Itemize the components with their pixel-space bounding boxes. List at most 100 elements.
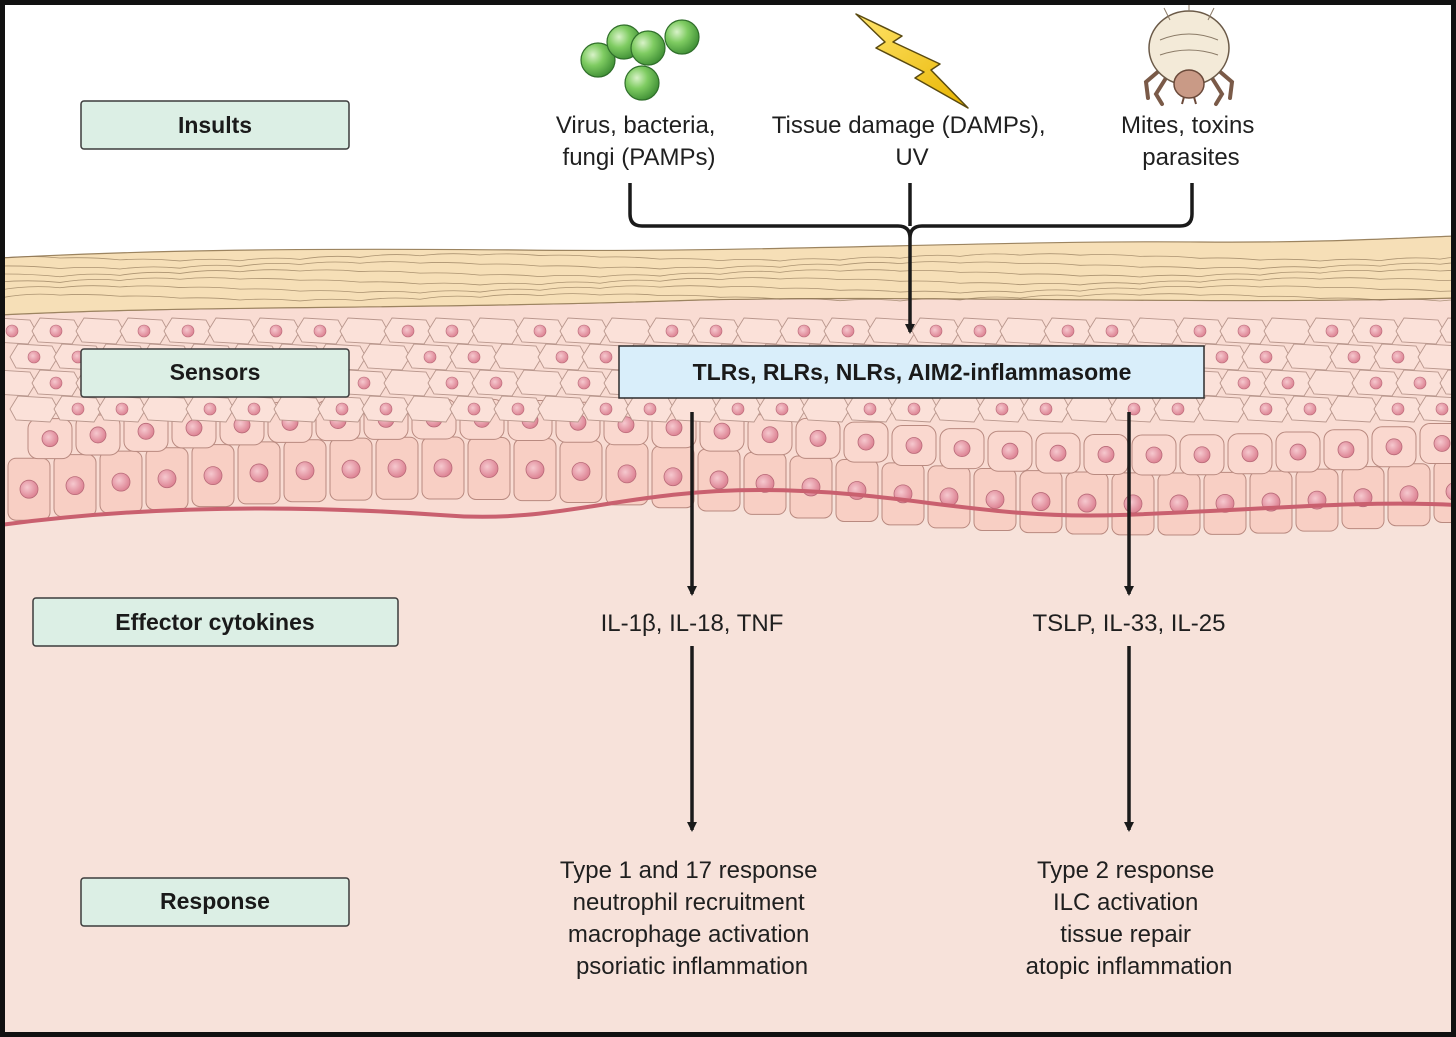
spinous-cell (383, 369, 433, 397)
cell-nucleus (577, 376, 591, 390)
cell-nucleus (905, 437, 923, 454)
cell-nucleus (423, 350, 437, 364)
cell-nucleus (995, 402, 1009, 416)
cell-nucleus (1001, 442, 1019, 460)
cell-nucleus (1031, 492, 1051, 511)
spinous-cell (471, 317, 521, 345)
cell-nucleus (775, 402, 789, 416)
cell-nucleus (713, 422, 731, 440)
cell-nucleus (953, 440, 971, 458)
label-response: Response (80, 877, 350, 927)
spinous-cell (1417, 343, 1456, 371)
spinous-cell (669, 395, 719, 423)
cell-nucleus (479, 459, 499, 478)
cell-nucleus (65, 476, 85, 496)
cell-nucleus (313, 324, 327, 338)
cell-nucleus (445, 324, 459, 338)
cell-nucleus (1193, 446, 1211, 464)
cell-nucleus (1193, 324, 1207, 338)
spinous-cell (273, 395, 323, 423)
cell-nucleus (841, 324, 855, 338)
corneum-line (0, 269, 1456, 278)
cell-nucleus (1097, 446, 1115, 463)
cell-nucleus (663, 467, 683, 487)
spinous-cell (515, 369, 565, 397)
cell-nucleus (599, 402, 613, 416)
cell-nucleus (1259, 402, 1273, 416)
cell-nucleus (1145, 446, 1163, 464)
spinous-cell (1065, 395, 1115, 423)
corneum-line (0, 277, 1456, 286)
cell-nucleus (1385, 438, 1403, 456)
label-insults-text: Insults (178, 112, 252, 138)
cell-nucleus (599, 350, 613, 364)
insult-damage-text: Tissue damage (DAMPs), UV (772, 112, 1053, 171)
cell-nucleus (1259, 350, 1273, 364)
spinous-cell (405, 395, 455, 423)
cell-nucleus (577, 324, 591, 338)
spinous-cell (1395, 317, 1445, 345)
spinous-cell (493, 343, 543, 371)
spinous-cell (603, 317, 653, 345)
cell-nucleus (1289, 443, 1307, 461)
response-left-text: Type 1 and 17 response neutrophil recrui… (560, 857, 824, 980)
corneum-line (0, 253, 1456, 262)
cell-nucleus (181, 324, 195, 338)
cell-nucleus (1281, 376, 1295, 390)
cell-nucleus (665, 324, 679, 338)
cell-nucleus (249, 463, 269, 483)
cell-nucleus (71, 402, 85, 416)
spinous-cell (1307, 369, 1357, 397)
cell-nucleus (247, 402, 261, 416)
cell-nucleus (617, 464, 637, 484)
spinous-cell (801, 395, 851, 423)
cell-nucleus (1241, 445, 1259, 463)
cell-nucleus (387, 458, 407, 478)
cell-nucleus (1077, 493, 1097, 513)
spinous-cell (1197, 395, 1247, 423)
lightning-bolt-icon (855, 13, 969, 109)
cell-nucleus (665, 419, 683, 437)
spinous-cell (735, 317, 785, 345)
cell-nucleus (1337, 441, 1355, 459)
cell-nucleus (115, 402, 129, 416)
cell-nucleus (89, 426, 107, 444)
cell-nucleus (111, 472, 131, 492)
spinous-cell (0, 369, 37, 397)
cytokines-right-text: TSLP, IL-33, IL-25 (1032, 610, 1225, 637)
cell-nucleus (985, 490, 1005, 509)
cell-nucleus (1105, 324, 1119, 338)
cell-nucleus (533, 324, 547, 338)
spinous-cell (207, 317, 257, 345)
sensor-box: TLRs, RLRs, NLRs, AIM2-inflammasome (618, 345, 1205, 399)
cell-nucleus (1123, 494, 1143, 514)
corneum-line (0, 261, 1456, 270)
spinous-cell (1263, 317, 1313, 345)
cell-nucleus (731, 402, 745, 416)
spinous-cell (999, 317, 1049, 345)
cell-nucleus (269, 324, 283, 338)
cell-nucleus (1215, 350, 1229, 364)
corneum-line (0, 293, 1456, 302)
cell-nucleus (379, 402, 393, 416)
cell-nucleus (643, 402, 657, 416)
cell-nucleus (1127, 402, 1141, 416)
mite-icon (1143, 2, 1235, 106)
microbes-icon (580, 19, 700, 101)
cell-nucleus (1435, 402, 1449, 416)
cell-nucleus (809, 430, 827, 447)
stratum-corneum-lines (0, 253, 1456, 302)
label-sensors-text: Sensors (170, 359, 261, 385)
cell-nucleus (27, 350, 41, 364)
cell-nucleus (555, 350, 569, 364)
cell-nucleus (295, 461, 315, 481)
label-effector-text: Effector cytokines (115, 609, 314, 635)
cell-nucleus (489, 376, 503, 390)
cell-nucleus (49, 376, 63, 390)
spinous-cell (361, 343, 411, 371)
cell-nucleus (857, 433, 875, 451)
cell-nucleus (755, 474, 775, 493)
cell-nucleus (525, 460, 545, 480)
